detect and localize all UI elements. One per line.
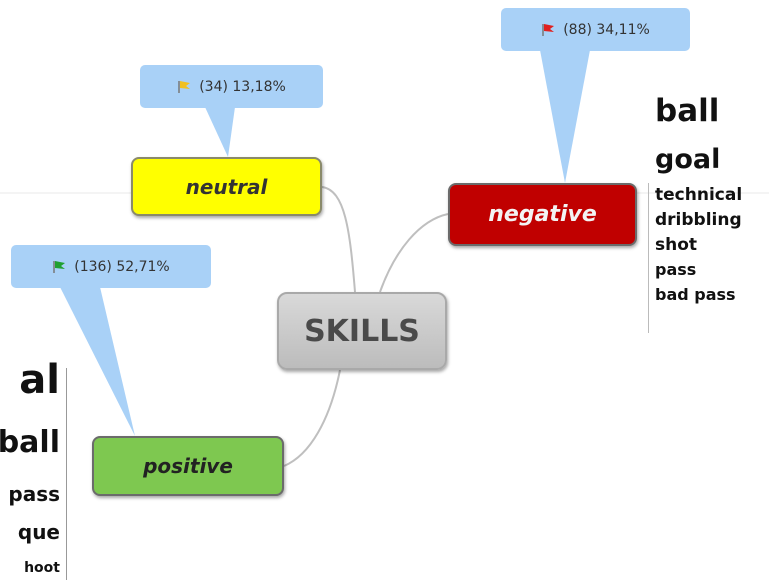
- callout-tail-positive: [60, 287, 135, 436]
- connector-neutral: [321, 186, 356, 293]
- connector-positive: [283, 369, 341, 467]
- keyword: technical: [655, 185, 743, 205]
- keyword: dribbling: [655, 210, 742, 230]
- node-neutral[interactable]: neutral: [131, 157, 322, 216]
- node-positive[interactable]: positive: [92, 436, 284, 496]
- keyword: ball: [655, 93, 720, 129]
- keyword: bad pass: [655, 285, 736, 304]
- flag-icon: [541, 23, 555, 37]
- stat-positive: (136) 52,71%: [74, 258, 170, 275]
- keyword: pass: [8, 482, 60, 506]
- callout-negative: (88) 34,11%: [501, 8, 690, 51]
- keyword-bracket-negative: [648, 183, 649, 333]
- node-positive-label: positive: [143, 454, 233, 478]
- callout-tail-negative: [540, 50, 590, 183]
- flag-icon: [52, 260, 66, 274]
- callout-positive: (136) 52,71%: [11, 245, 211, 288]
- node-negative-label: negative: [488, 202, 597, 227]
- keyword: hoot: [24, 560, 60, 576]
- keyword: ball: [0, 425, 60, 460]
- stat-neutral: (34) 13,18%: [199, 78, 286, 95]
- keyword: shot: [655, 235, 698, 255]
- stat-negative: (88) 34,11%: [563, 21, 650, 38]
- callout-neutral: (34) 13,18%: [140, 65, 323, 108]
- keyword: pass: [655, 260, 697, 279]
- connector-negative: [379, 213, 449, 293]
- node-center[interactable]: SKILLS: [277, 292, 447, 370]
- center-label: SKILLS: [304, 313, 420, 349]
- node-negative[interactable]: negative: [448, 183, 637, 246]
- keyword: goal: [655, 144, 721, 175]
- keyword: al: [19, 357, 60, 403]
- node-neutral-label: neutral: [185, 174, 268, 199]
- callout-tail-neutral: [205, 107, 235, 157]
- flag-icon: [177, 80, 191, 94]
- keyword: que: [17, 520, 60, 544]
- keyword-bracket-positive: [66, 368, 67, 580]
